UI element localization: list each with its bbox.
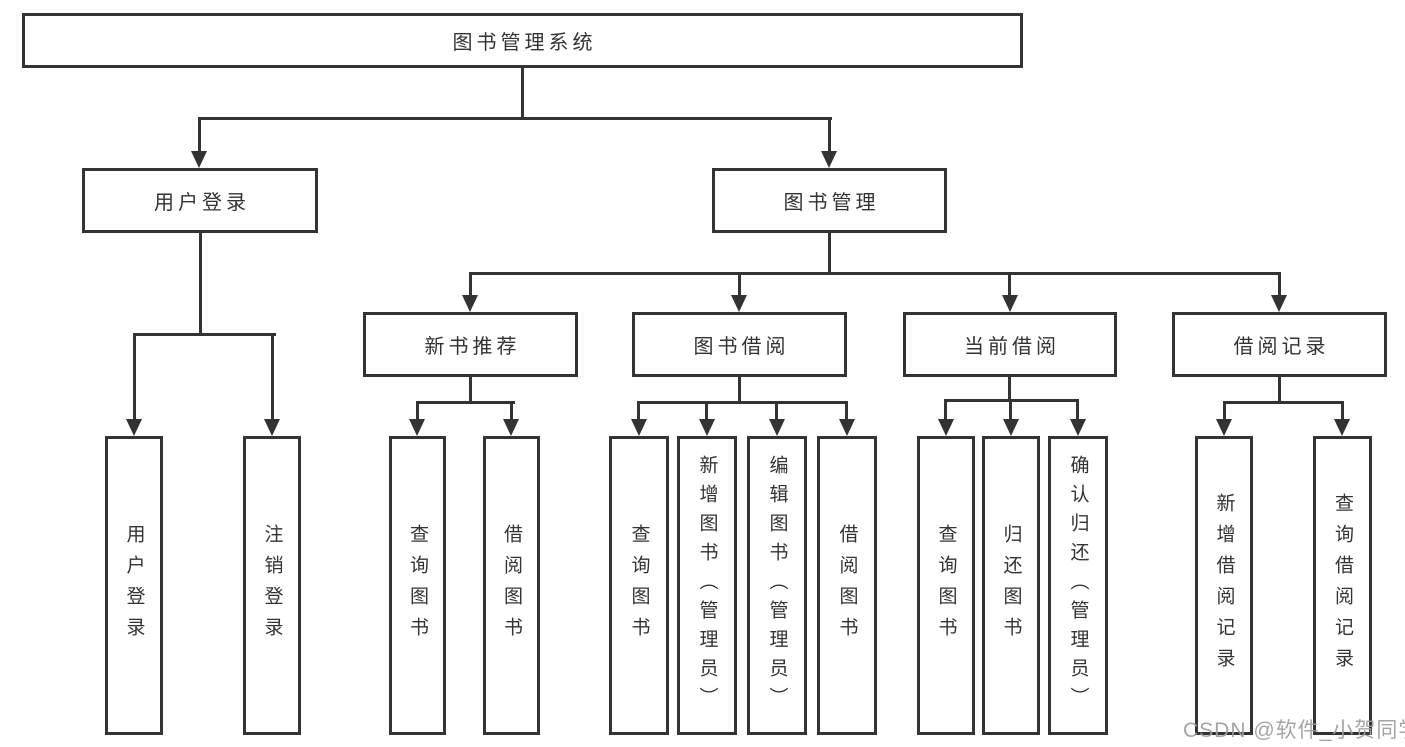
watermark: CSDN @软件_小贺同学 xyxy=(1183,719,1405,742)
leaf-label: 查询借阅记录 xyxy=(1332,492,1353,679)
leaf-label: 新增图书（管理员） xyxy=(696,455,718,716)
leaf-add-book-admin: 新增图书（管理员） xyxy=(677,436,737,735)
node-user-login: 用户登录 xyxy=(82,168,318,233)
leaf-confirm-return-admin: 确认归还（管理员） xyxy=(1048,436,1108,735)
connector-line xyxy=(738,377,741,404)
arrowhead-icon xyxy=(462,295,478,312)
leaf-user-login: 用户登录 xyxy=(105,436,163,735)
connector-line xyxy=(944,399,947,421)
connector-line xyxy=(521,68,524,118)
leaf-label: 新增借阅记录 xyxy=(1213,492,1235,679)
arrowhead-icon xyxy=(1334,419,1350,436)
arrowhead-icon xyxy=(1002,295,1018,312)
connector-line xyxy=(1223,401,1344,404)
connector-line xyxy=(271,333,274,421)
leaf-return-books: 归还图书 xyxy=(982,436,1040,735)
connector-line xyxy=(510,401,513,421)
leaf-label: 查询图书 xyxy=(628,523,650,648)
node-book-borrowing: 图书借阅 xyxy=(632,312,847,377)
connector-line xyxy=(1278,272,1281,298)
arrowhead-icon xyxy=(938,419,954,436)
connector-line xyxy=(416,401,419,421)
connector-line xyxy=(1341,401,1344,421)
connector-line xyxy=(705,401,708,421)
connector-line xyxy=(469,377,472,404)
connector-line xyxy=(1223,401,1226,421)
leaf-label: 借阅图书 xyxy=(501,523,522,648)
connector-line xyxy=(199,233,202,336)
connector-line xyxy=(637,401,640,421)
leaf-label: 归还图书 xyxy=(1000,523,1022,648)
connector-line xyxy=(1008,272,1011,298)
arrowhead-icon xyxy=(409,419,425,436)
connector-line xyxy=(1278,377,1281,404)
leaf-query-borrow-record: 查询借阅记录 xyxy=(1313,436,1372,735)
arrowhead-icon xyxy=(699,419,715,436)
connector-line xyxy=(637,401,848,404)
node-borrowing-record: 借阅记录 xyxy=(1172,312,1387,377)
connector-line xyxy=(469,272,472,298)
leaf-label: 注销登录 xyxy=(261,523,283,648)
connector-line xyxy=(1076,399,1079,421)
connector-line xyxy=(198,117,201,153)
node-book-management: 图书管理 xyxy=(712,168,947,233)
leaf-label: 查询图书 xyxy=(407,523,428,648)
leaf-label: 确认归还（管理员） xyxy=(1067,455,1089,716)
arrowhead-icon xyxy=(503,419,519,436)
leaf-borrow-books-borrow: 借阅图书 xyxy=(817,436,877,735)
connector-line xyxy=(1008,377,1011,402)
leaf-label: 用户登录 xyxy=(123,523,145,648)
arrowhead-icon xyxy=(191,151,207,168)
arrowhead-icon xyxy=(1003,419,1019,436)
node-new-book-recommendation: 新书推荐 xyxy=(363,312,578,377)
arrowhead-icon xyxy=(1271,295,1287,312)
leaf-borrow-books-recommend: 借阅图书 xyxy=(483,436,540,735)
node-current-borrowing: 当前借阅 xyxy=(903,312,1117,377)
arrowhead-icon xyxy=(1070,419,1086,436)
connector-line xyxy=(1009,399,1012,421)
arrowhead-icon xyxy=(821,151,837,168)
arrowhead-icon xyxy=(769,419,785,436)
connector-line xyxy=(828,233,831,275)
arrowhead-icon xyxy=(731,295,747,312)
connector-line xyxy=(775,401,778,421)
connector-line xyxy=(133,333,136,421)
arrowhead-icon xyxy=(631,419,647,436)
arrowhead-icon xyxy=(126,419,142,436)
leaf-add-borrow-record: 新增借阅记录 xyxy=(1195,436,1253,735)
arrowhead-icon xyxy=(264,419,280,436)
connector-line xyxy=(133,333,276,336)
connector-line xyxy=(416,401,515,404)
leaf-query-books-current: 查询图书 xyxy=(917,436,975,735)
connector-line xyxy=(198,117,832,120)
arrowhead-icon xyxy=(1216,419,1232,436)
leaf-query-books-borrow: 查询图书 xyxy=(609,436,669,735)
connector-line xyxy=(469,272,1280,275)
leaf-edit-book-admin: 编辑图书（管理员） xyxy=(747,436,807,735)
arrowhead-icon xyxy=(839,419,855,436)
leaf-label: 编辑图书（管理员） xyxy=(766,455,788,716)
leaf-label: 查询图书 xyxy=(935,523,957,648)
connector-line xyxy=(738,272,741,298)
leaf-label: 借阅图书 xyxy=(836,523,858,648)
leaf-logout: 注销登录 xyxy=(243,436,301,735)
connector-line xyxy=(828,117,831,153)
connector-line xyxy=(845,401,848,421)
leaf-query-books-recommend: 查询图书 xyxy=(389,436,446,735)
node-library-management-system: 图书管理系统 xyxy=(22,13,1023,68)
